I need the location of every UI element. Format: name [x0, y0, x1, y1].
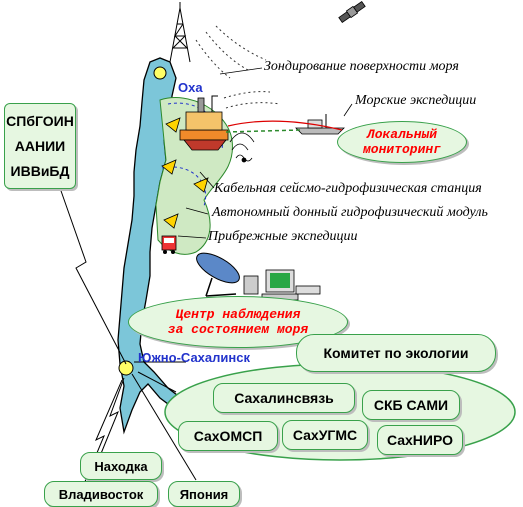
local-monitoring-line-1: Локальный: [366, 127, 438, 142]
ship-icon: [295, 114, 345, 135]
label-sounding: Зондирование поверхности моря: [264, 59, 459, 74]
satellite-icon: [338, 0, 366, 24]
sea-link-dashed: [225, 129, 301, 133]
institute-ivvibd: ИВВиБД: [10, 163, 70, 179]
institute-aanii: ААНИИ: [14, 138, 66, 154]
institute-spbgoin: СПбГОИН: [6, 113, 74, 129]
local-monitoring-line-2: мониторинг: [362, 142, 441, 157]
truck-icon: [161, 235, 177, 254]
label-sea-expeditions: Морские экспедиции: [355, 93, 477, 108]
label-coastal-expeditions: Прибрежные экспедиции: [208, 229, 358, 244]
oil-platform-icon: [179, 95, 229, 151]
yuzhno-marker: [118, 360, 134, 376]
label-cable-station: Кабельная сейсмо-гидрофизическая станция: [214, 181, 482, 196]
city-yuzhno-sakhalinsk: Южно-Сахалинск: [138, 350, 250, 365]
org-sakhalinsvyaz: Сахалинсвязь: [213, 383, 355, 413]
institutes-node: СПбГОИН ААНИИ ИВВиБД: [4, 103, 76, 189]
antenna-tower-icon: [169, 2, 191, 63]
label-bottom-module: Автономный донный гидрофизический модуль: [212, 205, 488, 220]
sea-link-arrow: [227, 120, 343, 131]
label-leaders: [177, 67, 353, 239]
radio-waves: [195, 25, 281, 109]
satellite-dish-icon: [196, 252, 240, 297]
org-sakhomsp: СахОМСП: [178, 421, 278, 451]
okha-marker: [153, 66, 167, 80]
dest-nakhodka: Находка: [80, 452, 162, 480]
center-line-2: за состоянием моря: [167, 322, 309, 337]
connection-lines: [59, 187, 197, 485]
org-sakhugms: СахУГМС: [282, 420, 368, 450]
org-skb-sami: СКБ САМИ: [362, 390, 460, 420]
org-sakhniro: СахНИРО: [377, 425, 463, 455]
city-okha: Оха: [178, 80, 203, 95]
bottom-module-markers: [161, 117, 209, 229]
local-monitoring-node: Локальный мониторинг: [337, 121, 467, 163]
ecology-committee-node: Комитет по экологии: [296, 334, 496, 372]
dest-vladivostok: Владивосток: [44, 481, 158, 507]
seismic-wave-icon: [229, 132, 255, 163]
center-line-1: Центр наблюдения: [175, 307, 301, 322]
dest-japan: Япония: [168, 481, 240, 507]
